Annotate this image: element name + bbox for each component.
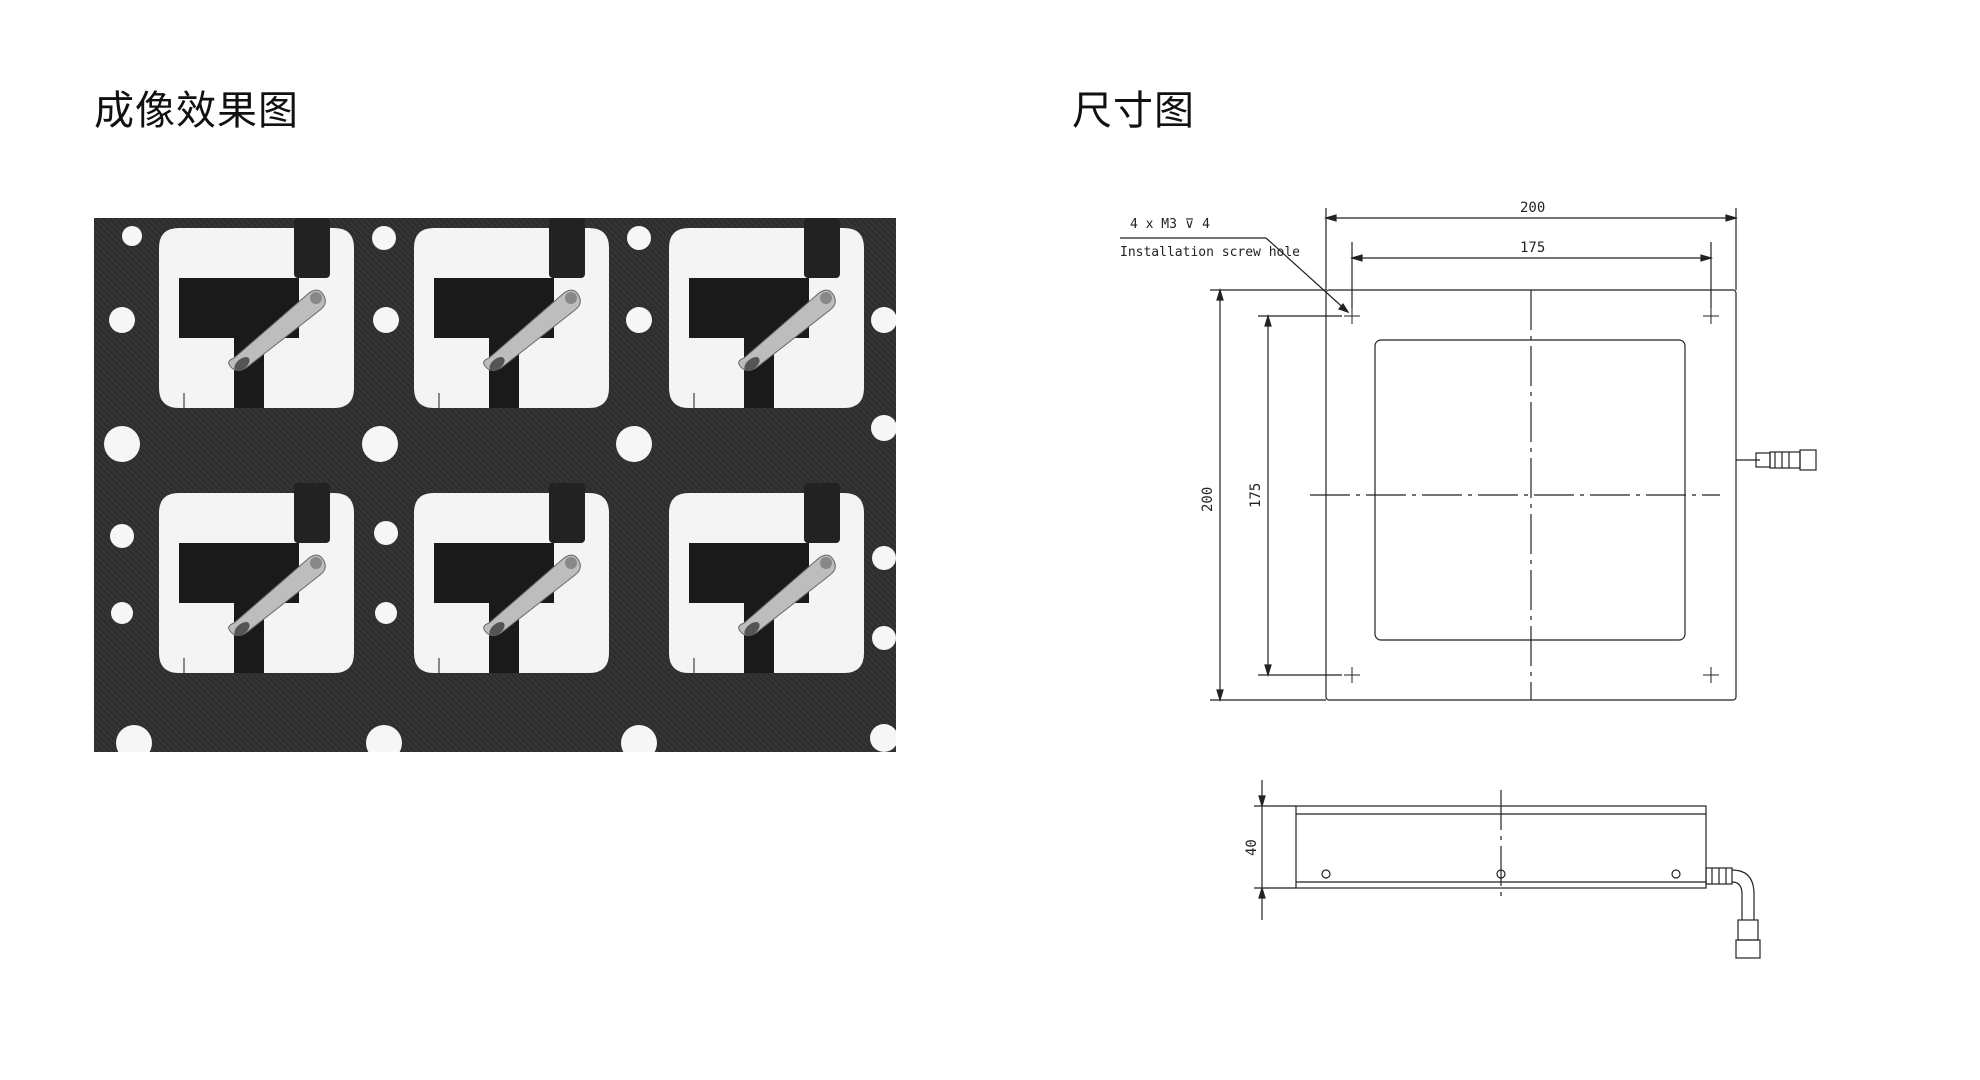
- imaging-result-title: 成像效果图: [94, 88, 299, 134]
- dimension-drawing-side-view: 40: [1240, 770, 1830, 980]
- dim-outer-width: 200: [1520, 200, 1545, 216]
- sample-photo-graphic: [94, 218, 896, 752]
- screw-note-line1: 4 x M3 ⊽ 4: [1130, 217, 1210, 232]
- dim-hole-spacing-x: 175: [1520, 240, 1545, 256]
- dim-depth: 40: [1244, 839, 1260, 856]
- dimension-drawing-top-view: 200 175 200 175 4 x M3 ⊽ 4 Installation …: [1120, 190, 1840, 730]
- dim-hole-spacing-y: 175: [1248, 483, 1264, 508]
- dim-outer-height: 200: [1200, 487, 1216, 512]
- screw-note-line2: Installation screw hole: [1120, 245, 1300, 260]
- dimension-drawing-title: 尺寸图: [1072, 88, 1195, 134]
- imaging-result-image: [94, 218, 896, 752]
